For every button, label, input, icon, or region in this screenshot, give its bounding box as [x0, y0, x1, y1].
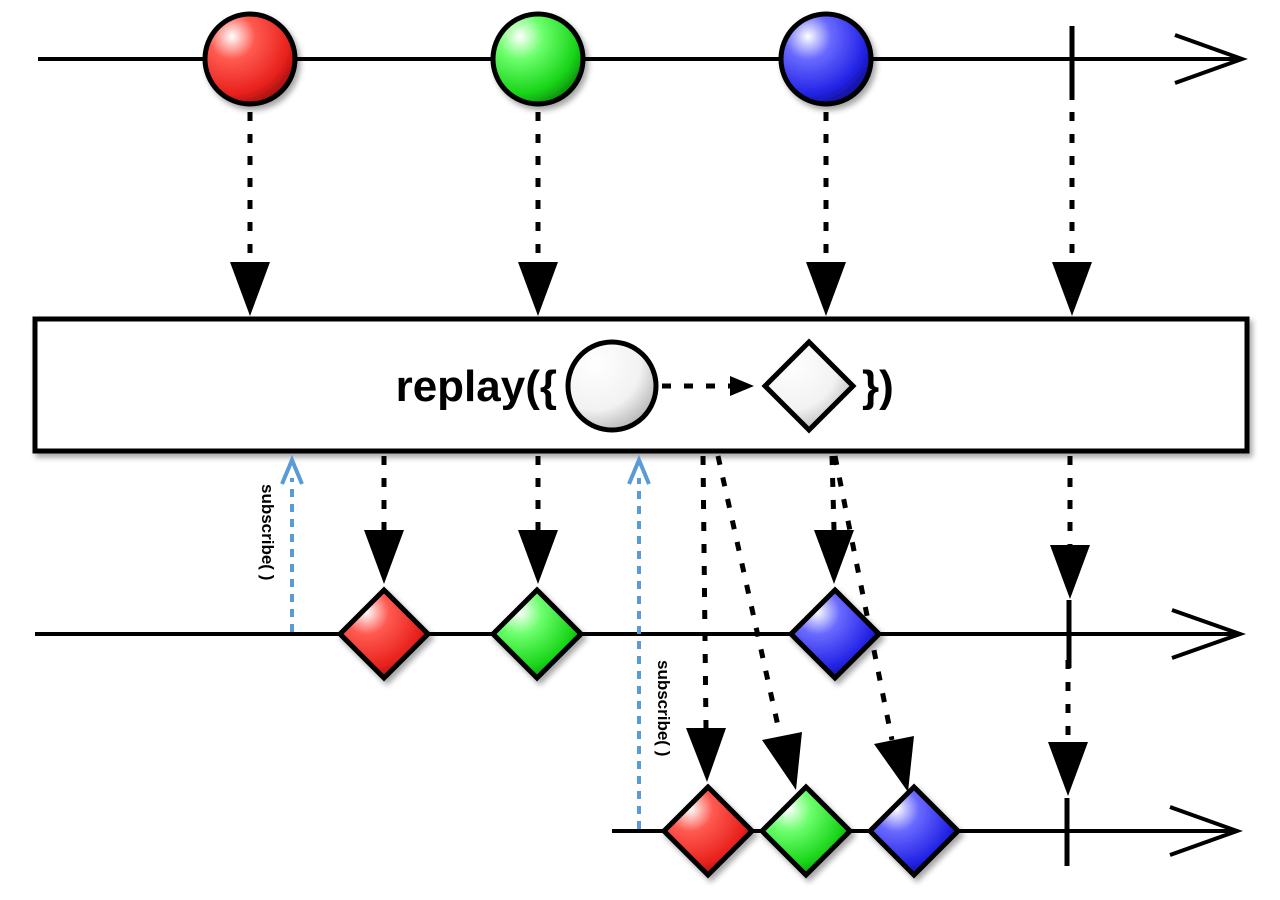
source-items — [202, 11, 1075, 107]
operator-output-diamond-icon — [761, 338, 857, 434]
dotted-arrows-to-operator — [230, 112, 1092, 316]
second-subscriber-diamond-blue — [866, 783, 962, 879]
operator-label-suffix: }) — [862, 362, 894, 411]
subscribe-label-second: subscribe( ) — [654, 660, 673, 756]
operator-box: replay({ }) — [32, 316, 1250, 454]
source-marble-blue — [778, 11, 874, 107]
operator-label-prefix: replay({ — [396, 362, 557, 411]
subscribe-label-first: subscribe( ) — [258, 484, 277, 580]
second-subscriber-items — [660, 783, 1070, 879]
first-subscriber-diamond-green — [489, 586, 585, 682]
second-subscriber-diamond-green — [758, 783, 854, 879]
dotted-arrows-to-first-subscriber — [364, 455, 1090, 599]
subscribe-arrow-first: subscribe( ) — [258, 454, 304, 632]
operator-input-circle-icon — [565, 339, 659, 433]
second-subscriber-diamond-red — [660, 783, 756, 879]
first-subscriber-diamond-blue — [787, 586, 883, 682]
first-subscriber-diamond-red — [336, 586, 432, 682]
subscribe-arrow-second: subscribe( ) — [627, 454, 673, 829]
source-marble-green — [490, 11, 586, 107]
first-subscriber-items — [336, 586, 1072, 682]
first-subscriber-timeline — [35, 608, 1247, 660]
dotted-arrows-to-second-subscriber — [686, 455, 1088, 796]
source-marble-red — [202, 11, 298, 107]
